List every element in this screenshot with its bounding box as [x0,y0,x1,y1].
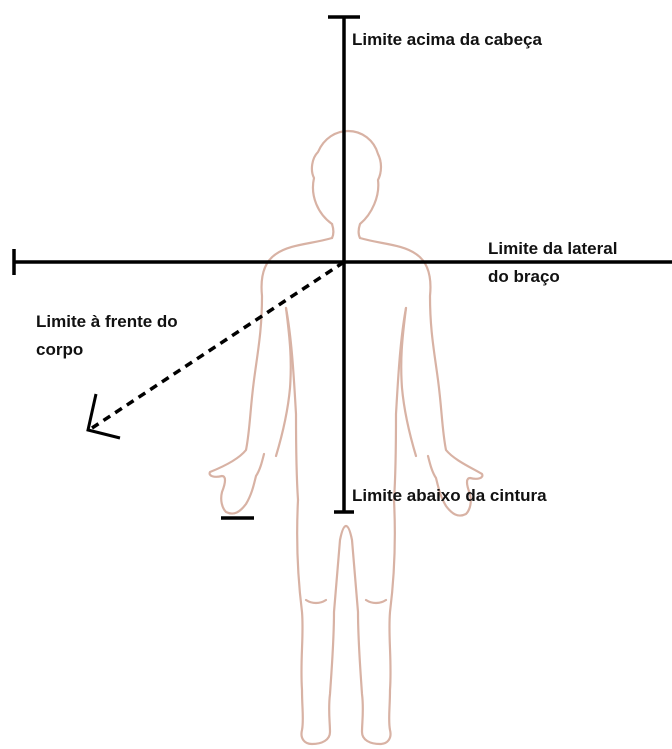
label-arm-side-line1: Limite da lateral [488,237,617,261]
human-body-outline-icon [210,131,483,744]
label-arm-side-line2: do braço [488,265,560,289]
label-front-body-line2: corpo [36,338,83,362]
front-limit-arrow [88,262,344,438]
arrow-head-icon [88,394,120,438]
label-above-head: Limite acima da cabeça [352,28,542,52]
vertical-limit-axis [328,17,360,512]
dashed-arrow-line [92,262,344,428]
label-front-body-line1: Limite à frente do [36,310,178,334]
label-below-waist: Limite abaixo da cintura [352,484,547,508]
